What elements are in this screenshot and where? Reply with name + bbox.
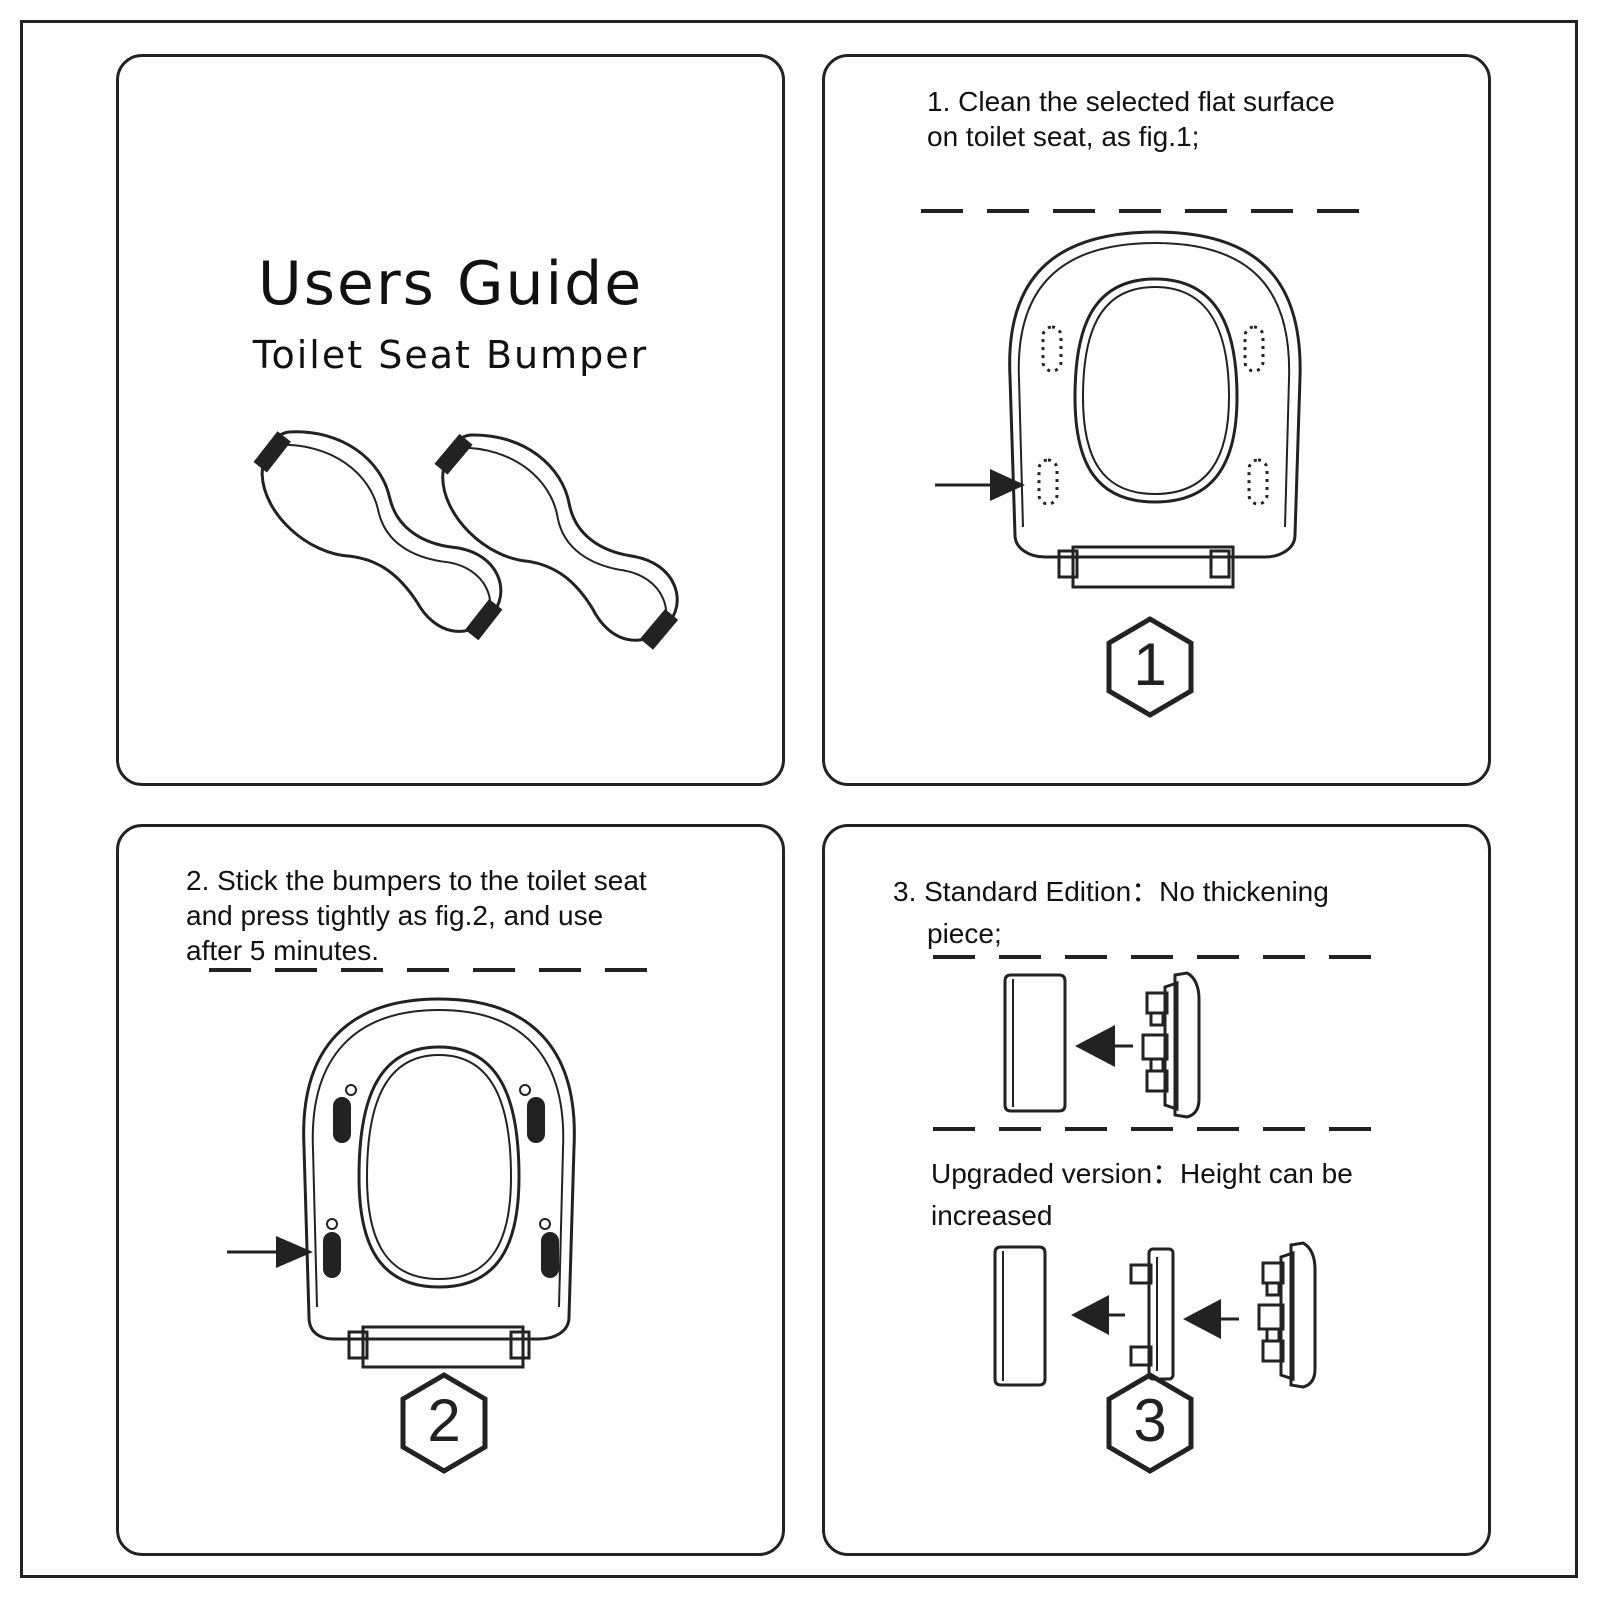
title-panel: Users Guide Toilet Seat Bumper: [116, 54, 785, 786]
upgraded-bumper-side-icon: [1257, 1241, 1317, 1389]
step3-badge-icon: 3: [1106, 1372, 1194, 1474]
step3-upgraded-line2: increased: [931, 1200, 1053, 1231]
step2-arrow-icon: [276, 1236, 313, 1268]
bumper-spot-outlines: [1037, 325, 1269, 506]
bumper-pair-illustration: [253, 430, 679, 650]
bumper-right-icon: [434, 433, 679, 650]
step3-badge-number: 3: [1133, 1387, 1166, 1454]
step3-standard-line2: piece;: [927, 918, 1002, 949]
step1-badge-number: 1: [1133, 631, 1166, 698]
thickening-piece-icon: [1129, 1247, 1175, 1381]
step3-upgraded-line1: Upgraded version：Height can be: [931, 1158, 1353, 1189]
step1-instruction: 1. Clean the selected flat surface on to…: [927, 84, 1447, 154]
upgraded-arrow-right-icon: [1183, 1299, 1221, 1339]
upgraded-arrow-left-icon: [1071, 1295, 1109, 1335]
step3-upgraded-text: Upgraded version：Height can be increased: [931, 1153, 1491, 1237]
applied-bumpers: [323, 1097, 559, 1278]
standard-bumper-side-icon: [1141, 971, 1201, 1119]
step1-panel: 1. Clean the selected flat surface on to…: [822, 54, 1491, 786]
standard-bumper-pad-icon: [1003, 973, 1067, 1113]
bumper-left-icon: [253, 430, 503, 641]
guide-subtitle: Toilet Seat Bumper: [252, 333, 649, 377]
standard-arrow-icon: [1075, 1025, 1115, 1067]
step1-badge-icon: 1: [1106, 616, 1194, 718]
outer-frame: [20, 20, 1578, 1578]
step3-illustration: 3: [933, 955, 1393, 1474]
step2-line2: and press tightly as fig.2, and use: [186, 900, 604, 931]
step1-arrow-icon: [990, 469, 1025, 501]
step1-line2: on toilet seat, as fig.1;: [927, 121, 1200, 152]
step1-line1: 1. Clean the selected flat surface: [927, 86, 1335, 117]
step2-line1: 2. Stick the bumpers to the toilet seat: [186, 865, 647, 896]
step3-standard-text: 3. Standard Edition：No thickening piece;: [893, 871, 1473, 955]
step2-instruction: 2. Stick the bumpers to the toilet seat …: [186, 863, 746, 968]
step1-illustration: 1: [921, 209, 1380, 718]
step3-standard-line1: 3. Standard Edition：No thickening: [893, 876, 1329, 907]
step2-panel: 2. Stick the bumpers to the toilet seat …: [116, 824, 785, 1556]
step2-badge-icon: 2: [400, 1372, 488, 1474]
guide-title: Users Guide: [257, 249, 644, 319]
upgraded-bumper-pad-icon: [993, 1245, 1047, 1387]
step2-illustration: 2: [209, 968, 667, 1474]
toilet-seat-icon: [1008, 230, 1302, 589]
step2-line3: after 5 minutes.: [186, 935, 379, 966]
step2-badge-number: 2: [427, 1387, 460, 1454]
toilet-seat-pressed-icon: [302, 997, 576, 1369]
step3-panel: 3. Standard Edition：No thickening piece;…: [822, 824, 1491, 1556]
